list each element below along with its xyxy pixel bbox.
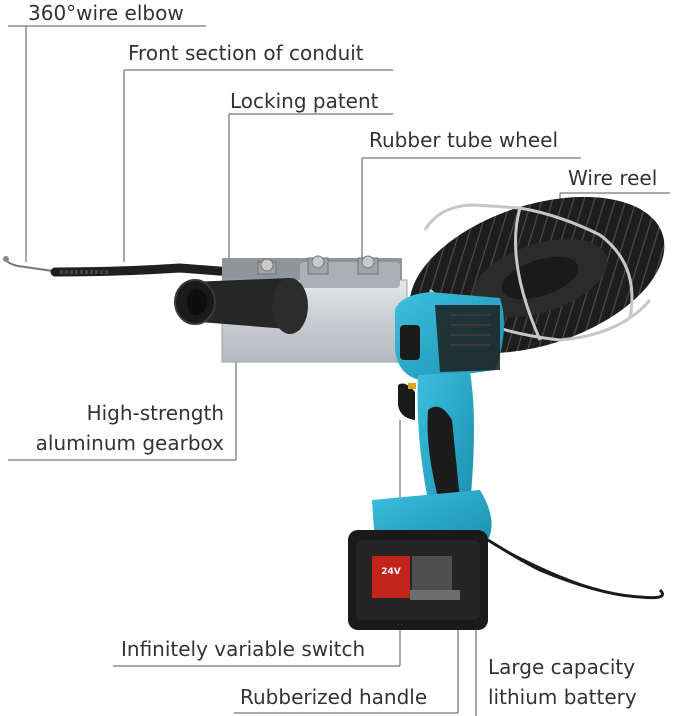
label-gearbox-line2: aluminum gearbox	[35, 431, 224, 455]
label-wire-elbow: 360°wire elbow	[28, 1, 184, 25]
label-battery-line2: lithium battery	[488, 685, 637, 709]
label-battery: Large capacity lithium battery	[488, 655, 673, 709]
label-front-conduit: Front section of conduit	[128, 41, 364, 65]
wrist-strap	[487, 538, 664, 600]
label-switch: Infinitely variable switch	[121, 637, 366, 661]
label-gearbox-line1: High-strength	[86, 401, 224, 425]
label-wire-reel: Wire reel	[568, 166, 658, 190]
label-locking-patent: Locking patent	[230, 89, 379, 113]
label-gearbox: High-strength aluminum gearbox	[10, 401, 224, 455]
label-handle: Rubberized handle	[240, 685, 428, 709]
front-nozzle	[174, 278, 308, 334]
wire-elbow-tip	[3, 256, 61, 273]
label-rubber-wheel: Rubber tube wheel	[369, 128, 559, 152]
label-battery-line1: Large capacity	[488, 655, 636, 679]
battery-badge: 24V	[381, 567, 401, 577]
wire-reel-coil	[409, 196, 665, 354]
drill-body	[395, 292, 504, 510]
battery-pack: 24V	[348, 490, 492, 630]
